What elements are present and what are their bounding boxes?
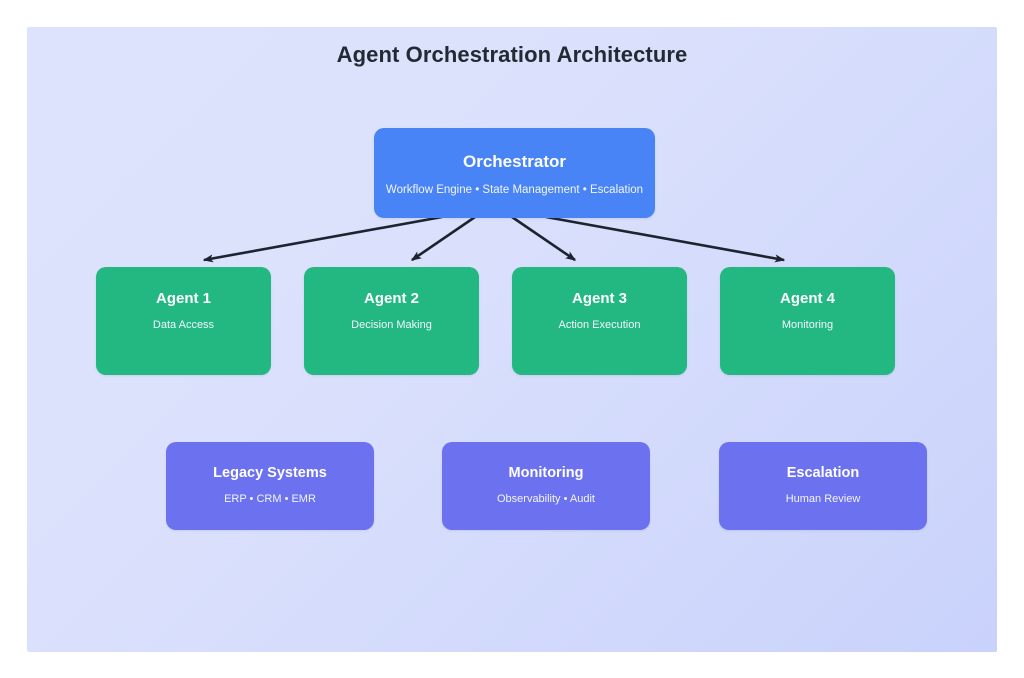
node-escalation-title: Escalation (786, 465, 860, 481)
arrow-orchestrator-to-agent-2 (410, 215, 476, 262)
node-monitoring-title: Monitoring (508, 465, 584, 481)
arrow-orchestrator-to-agent-3 (511, 215, 577, 262)
node-agent-1-title: Agent 1 (155, 290, 211, 307)
node-escalation[interactable]: Escalation Human Review (719, 442, 927, 530)
node-agent-4[interactable]: Agent 4 Monitoring (720, 267, 895, 375)
node-monitoring-subtitle: Observability • Audit (496, 492, 595, 505)
arrow-orchestrator-to-agent-1 (202, 215, 443, 263)
arrow-orchestrator-to-agent-4 (545, 215, 786, 263)
node-orchestrator[interactable]: Orchestrator Workflow Engine • State Man… (374, 128, 655, 218)
node-agent-2[interactable]: Agent 2 Decision Making (304, 267, 479, 375)
node-agent-3-subtitle: Action Execution (558, 319, 641, 331)
node-legacy-systems-subtitle: ERP • CRM • EMR (224, 492, 316, 505)
node-agent-2-subtitle: Decision Making (351, 319, 432, 331)
node-legacy-systems-title: Legacy Systems (213, 465, 327, 481)
node-agent-3-title: Agent 3 (571, 290, 627, 307)
node-agent-4-subtitle: Monitoring (781, 319, 834, 331)
node-escalation-subtitle: Human Review (785, 492, 861, 505)
page-title: Agent Orchestration Architecture (336, 42, 688, 67)
node-orchestrator-title: Orchestrator (463, 152, 566, 171)
node-agent-3[interactable]: Agent 3 Action Execution (512, 267, 687, 375)
node-orchestrator-subtitle: Workflow Engine • State Management • Esc… (385, 184, 644, 196)
node-agent-4-title: Agent 4 (779, 290, 835, 307)
node-agent-1-subtitle: Data Access (152, 319, 215, 331)
diagram-canvas: Agent Orchestration Architecture Orchest… (27, 27, 997, 652)
connector-arrows (202, 215, 786, 263)
node-monitoring[interactable]: Monitoring Observability • Audit (442, 442, 650, 530)
node-agent-1[interactable]: Agent 1 Data Access (96, 267, 271, 375)
node-legacy-systems[interactable]: Legacy Systems ERP • CRM • EMR (166, 442, 374, 530)
node-agent-2-title: Agent 2 (363, 290, 419, 307)
